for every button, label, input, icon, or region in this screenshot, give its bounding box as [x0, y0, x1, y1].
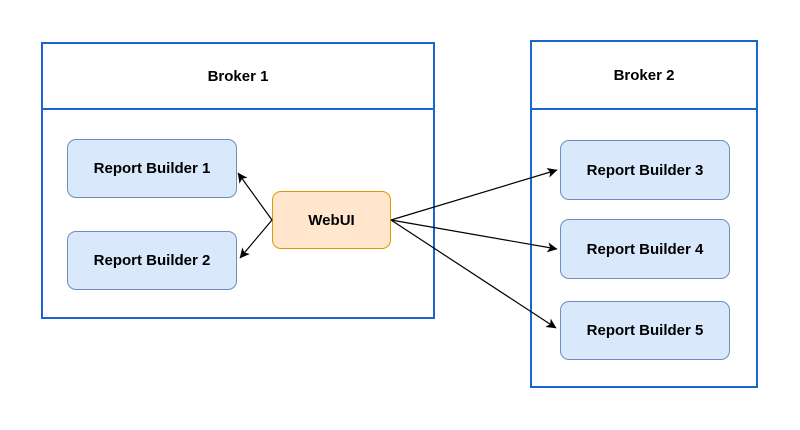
node-report-builder-1: Report Builder 1 — [67, 139, 237, 198]
node-report-builder-3: Report Builder 3 — [560, 140, 730, 200]
node-report-builder-4-label: Report Builder 4 — [586, 240, 704, 258]
node-report-builder-2: Report Builder 2 — [67, 231, 237, 290]
node-report-builder-5: Report Builder 5 — [560, 301, 730, 360]
node-report-builder-5-label: Report Builder 5 — [586, 322, 704, 339]
node-report-builder-3-label: Report Builder 3 — [586, 161, 704, 179]
node-report-builder-2-label: Report Builder 2 — [93, 252, 211, 269]
node-report-builder-1-label: Report Builder 1 — [93, 160, 211, 177]
broker-1-title: Broker 1 — [43, 44, 433, 110]
node-webui: WebUI — [272, 191, 391, 249]
node-webui-label: WebUI — [308, 211, 355, 229]
broker-2-title: Broker 2 — [532, 42, 756, 110]
node-report-builder-4: Report Builder 4 — [560, 219, 730, 279]
